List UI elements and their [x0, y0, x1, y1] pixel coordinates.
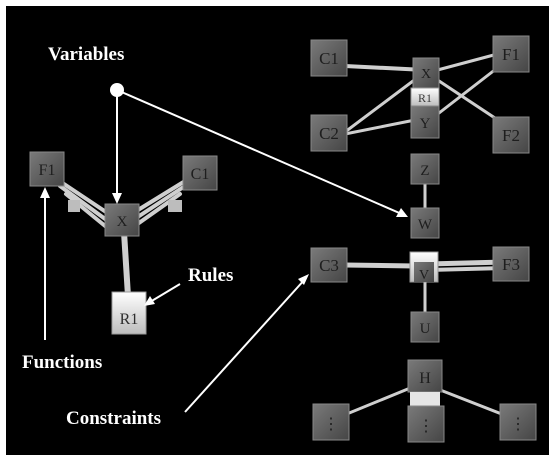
svg-text:⋮: ⋮	[510, 416, 526, 433]
node-z: Z	[410, 153, 440, 185]
svg-text:C2: C2	[319, 124, 339, 143]
svg-text:C1: C1	[319, 49, 339, 68]
edge-v-f3-b	[426, 266, 507, 272]
label-constraints: Constraints	[66, 408, 161, 429]
arrowhead-rules	[144, 296, 155, 306]
svg-text:⋮: ⋮	[323, 416, 339, 433]
arrowhead-variables-x	[112, 193, 122, 204]
svg-text:Y: Y	[420, 116, 431, 132]
node-u: U	[410, 311, 440, 343]
edge-c1-x	[343, 64, 427, 72]
label-variables: Variables	[48, 44, 124, 65]
node-f1-small-cube	[68, 200, 80, 212]
node-f1-left: F1	[29, 151, 65, 187]
annotation-labels: Variables Rules Functions Constraints	[22, 44, 233, 429]
edge-f1-x-2	[58, 184, 114, 226]
edge-x-r1	[121, 229, 131, 299]
svg-text:C1: C1	[191, 166, 210, 183]
edge-c3-v	[342, 262, 418, 269]
svg-text:F1: F1	[39, 162, 56, 179]
node-r1-top: R1	[410, 87, 440, 107]
node-f2: F2	[492, 116, 530, 154]
node-dots-1: ⋮	[312, 403, 350, 441]
edge-h-dots1	[335, 382, 422, 420]
svg-text:Z: Z	[420, 163, 429, 179]
node-x-left: X	[104, 203, 140, 237]
svg-text:X: X	[117, 214, 128, 230]
svg-text:⋮: ⋮	[418, 418, 434, 435]
node-v: V	[409, 251, 439, 283]
arrowhead-functions	[40, 187, 50, 198]
node-h: H	[407, 359, 443, 406]
svg-text:F3: F3	[502, 255, 520, 274]
node-f3: F3	[492, 246, 530, 282]
svg-text:C3: C3	[319, 256, 339, 275]
arrowhead-variables-w	[396, 208, 408, 217]
node-y: Y	[410, 105, 440, 139]
variables-origin-dot	[110, 83, 124, 97]
black-viewport	[6, 6, 549, 455]
label-rules: Rules	[188, 265, 233, 286]
svg-text:V: V	[419, 268, 429, 283]
node-c2: C2	[310, 114, 348, 152]
svg-text:R1: R1	[418, 91, 432, 105]
label-functions: Functions	[22, 352, 102, 373]
node-dots-2: ⋮	[407, 405, 445, 443]
svg-text:U: U	[420, 321, 431, 337]
node-r1-left: R1	[111, 291, 147, 335]
edge-v-f3	[425, 259, 508, 267]
edge-c2-x	[343, 70, 427, 134]
node-x-top: X	[412, 57, 440, 89]
svg-text:F1: F1	[502, 45, 520, 64]
svg-text:H: H	[419, 370, 431, 387]
edge-h-dots3	[428, 384, 514, 420]
node-w: W	[410, 207, 440, 239]
arrow-constraints	[184, 277, 307, 413]
arrow-rules	[149, 283, 181, 303]
arrow-variables-to-w	[116, 89, 405, 216]
node-c3: C3	[310, 247, 348, 283]
svg-text:R1: R1	[120, 311, 139, 328]
nodes: C1 F1 X R1 C2 Y F2 Z	[29, 35, 537, 443]
svg-text:W: W	[418, 217, 433, 233]
node-c1-top: C1	[310, 39, 348, 77]
node-c1-small-cube	[168, 200, 182, 212]
node-c1-left: C1	[182, 155, 218, 191]
node-f1-top: F1	[492, 35, 530, 73]
node-dots-3: ⋮	[499, 403, 537, 441]
annotations	[40, 83, 408, 413]
svg-text:F2: F2	[502, 126, 520, 145]
svg-text:X: X	[421, 67, 431, 82]
arrowhead-constraints	[298, 274, 309, 285]
